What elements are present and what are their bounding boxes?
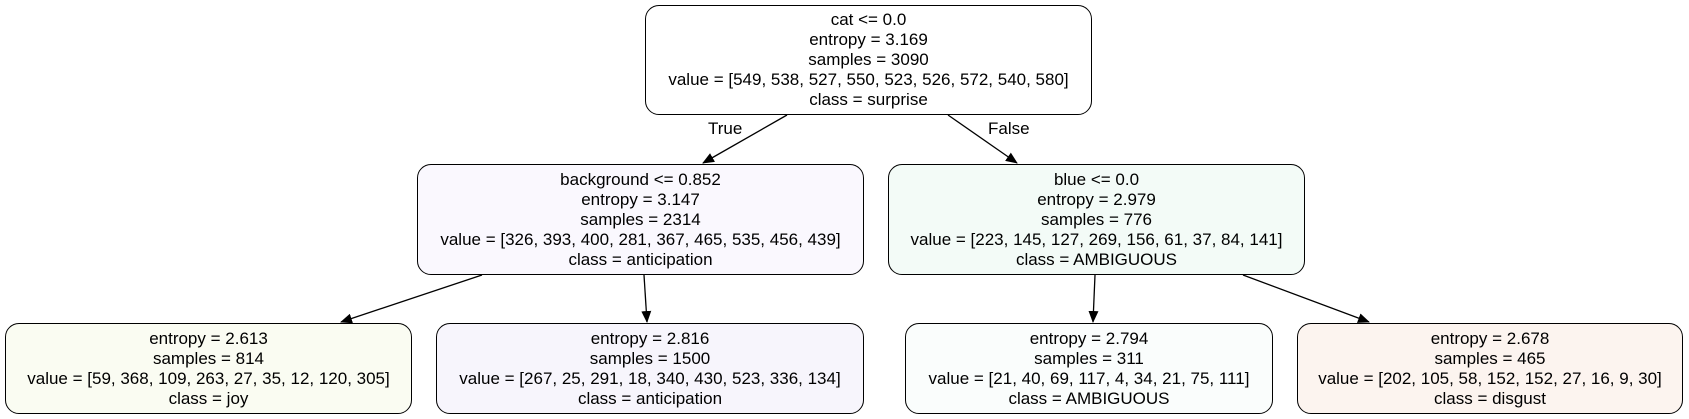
node-split: blue <= 0.0: [1053, 169, 1140, 189]
node-leaf-lr: entropy = 2.816 samples = 1500 value = […: [436, 323, 864, 414]
node-split: cat <= 0.0: [830, 10, 907, 29]
node-entropy: entropy = 3.147: [581, 189, 700, 209]
edge-left-lr: [641, 274, 652, 323]
node-entropy: entropy = 2.979: [1037, 189, 1156, 209]
node-samples: samples = 814: [152, 348, 265, 368]
node-entropy: entropy = 2.816: [590, 328, 710, 348]
edge-label-true: True: [708, 119, 743, 138]
node-class: class = anticipation: [577, 388, 723, 408]
node-value: value = [202, 105, 58, 152, 152, 27, 16,…: [1318, 368, 1662, 388]
node-class: class = surprise: [809, 90, 928, 109]
node-leaf-rr: entropy = 2.678 samples = 465 value = [2…: [1297, 323, 1683, 414]
node-value: value = [549, 538, 527, 550, 523, 526, 5…: [668, 70, 1069, 89]
node-value: value = [223, 145, 127, 269, 156, 61, 37…: [910, 229, 1283, 249]
node-value: value = [21, 40, 69, 117, 4, 34, 21, 75,…: [928, 368, 1250, 388]
node-samples: samples = 776: [1040, 209, 1153, 229]
node-samples: samples = 2314: [580, 209, 701, 229]
node-split: background <= 0.852: [560, 169, 721, 189]
edge-right-rr: [1242, 274, 1370, 323]
node-right: blue <= 0.0 entropy = 2.979 samples = 77…: [888, 164, 1305, 275]
node-entropy: entropy = 2.678: [1430, 328, 1550, 348]
edge-label-false: False: [988, 119, 1030, 138]
node-class: class = joy: [168, 388, 249, 408]
node-class: class = AMBIGUOUS: [1008, 388, 1170, 408]
node-leaf-rl: entropy = 2.794 samples = 311 value = [2…: [905, 323, 1273, 414]
node-entropy: entropy = 2.613: [149, 328, 268, 348]
edge-root-left: [702, 114, 788, 164]
node-entropy: entropy = 3.169: [809, 30, 928, 49]
node-samples: samples = 311: [1034, 348, 1144, 368]
node-samples: samples = 1500: [589, 348, 711, 368]
node-left: background <= 0.852 entropy = 3.147 samp…: [417, 164, 864, 275]
node-class: class = disgust: [1434, 388, 1546, 408]
node-root: cat <= 0.0 entropy = 3.169 samples = 309…: [645, 5, 1092, 115]
node-class: class = AMBIGUOUS: [1015, 249, 1178, 269]
node-samples: samples = 465: [1434, 348, 1546, 368]
node-value: value = [267, 25, 291, 18, 340, 430, 523…: [459, 368, 841, 388]
node-value: value = [59, 368, 109, 263, 27, 35, 12, …: [27, 368, 390, 388]
edge-left-ll: [340, 274, 483, 324]
node-class: class = anticipation: [568, 249, 713, 269]
node-leaf-ll: entropy = 2.613 samples = 814 value = [5…: [5, 323, 412, 414]
edge-root-right: [947, 114, 1018, 164]
node-samples: samples = 3090: [808, 50, 929, 69]
node-entropy: entropy = 2.794: [1029, 328, 1149, 348]
node-value: value = [326, 393, 400, 281, 367, 465, 5…: [440, 229, 841, 249]
edge-right-rl: [1088, 274, 1099, 323]
